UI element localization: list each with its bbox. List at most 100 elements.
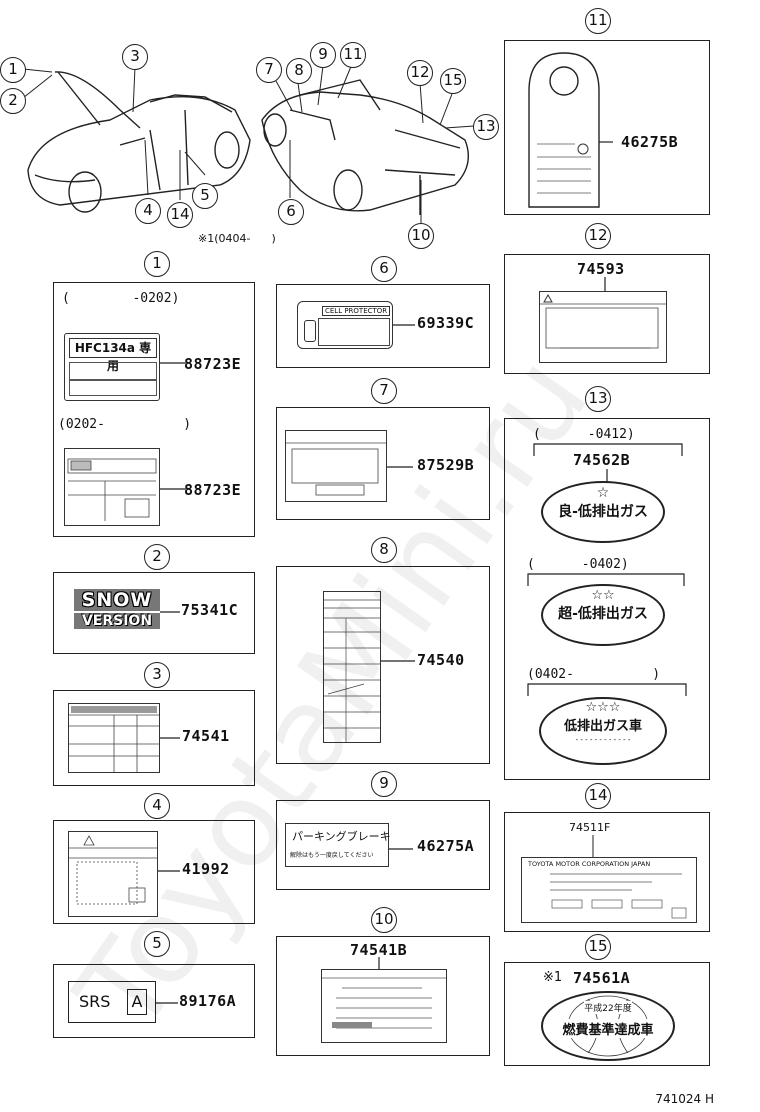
panel-7-number: 7 bbox=[371, 378, 397, 404]
part-88723e-b[interactable]: 88723E bbox=[184, 481, 242, 499]
panel-1: ( -0202) HFC134a 専用 88723E (0202- ) 8872… bbox=[53, 282, 255, 537]
panel-14: 74511F TOYOTA MOTOR CORPORATION JAPAN bbox=[504, 812, 710, 932]
year-text: 平成22年度 bbox=[584, 1001, 632, 1014]
callout-8[interactable]: 8 bbox=[286, 58, 312, 84]
label-41992[interactable] bbox=[68, 831, 158, 917]
panel-10: 74541B bbox=[276, 936, 490, 1056]
label-low-emission-super[interactable]: ☆☆ 超-低排出ガス bbox=[541, 584, 665, 646]
label-74540[interactable] bbox=[323, 591, 381, 743]
panel-10-number: 10 bbox=[371, 907, 397, 933]
part-46275b[interactable]: 46275B bbox=[621, 133, 679, 151]
panel-3-number: 3 bbox=[144, 662, 170, 688]
callout-1[interactable]: 1 bbox=[0, 57, 26, 83]
panel-2: SNOW VERSION 75341C bbox=[53, 572, 255, 654]
callout-6[interactable]: 6 bbox=[278, 199, 304, 225]
label-74541[interactable] bbox=[68, 703, 160, 773]
panel-4-number: 4 bbox=[144, 793, 170, 819]
callout-10[interactable]: 10 bbox=[408, 223, 434, 249]
part-46275a[interactable]: 46275A bbox=[417, 837, 475, 855]
panel-2-number: 2 bbox=[144, 544, 170, 570]
oval-a-text: 良-低排出ガス bbox=[558, 504, 648, 520]
callout-13[interactable]: 13 bbox=[473, 114, 499, 140]
parking-brake-text: パーキングブレーキ bbox=[292, 830, 391, 843]
snow-text: SNOW bbox=[74, 589, 160, 611]
panel-5: SRS A 89176A bbox=[53, 964, 255, 1038]
car-overview-diagram bbox=[22, 63, 475, 223]
part-75341c[interactable]: 75341C bbox=[181, 601, 239, 619]
callout-11[interactable]: 11 bbox=[340, 42, 366, 68]
part-69339c[interactable]: 69339C bbox=[417, 314, 475, 332]
label-46275b[interactable] bbox=[519, 49, 609, 211]
label-88723e-b[interactable] bbox=[64, 448, 160, 526]
panel-14-number: 14 bbox=[585, 783, 611, 809]
panel-6-number: 6 bbox=[371, 256, 397, 282]
label-46275a[interactable]: パーキングブレーキ 解除はもう一度戻してください bbox=[285, 823, 391, 867]
label-88723e-a[interactable]: HFC134a 専用 bbox=[64, 333, 160, 401]
panel-6: CELL PROTECTOR 69339C bbox=[276, 284, 490, 368]
label-74511f[interactable]: TOYOTA MOTOR CORPORATION JAPAN bbox=[521, 857, 697, 923]
label-low-emission-vehicle[interactable]: ☆☆☆ 低排出ガス車 - - - - - - - - - - - - bbox=[539, 697, 667, 765]
callout-4[interactable]: 4 bbox=[135, 198, 161, 224]
panel-4: 41992 bbox=[53, 820, 255, 924]
label-87529b[interactable] bbox=[285, 430, 387, 502]
panel-15: ※1 74561A 平成22年度 燃費基準達成車 bbox=[504, 962, 710, 1066]
panel-13-range-b: ( -0402) bbox=[527, 557, 629, 572]
part-74540[interactable]: 74540 bbox=[417, 651, 465, 669]
part-74561a[interactable]: 74561A bbox=[573, 969, 631, 987]
callout-2[interactable]: 2 bbox=[0, 88, 26, 114]
callout-5[interactable]: 5 bbox=[192, 183, 218, 209]
label-89176a[interactable]: SRS A bbox=[68, 981, 156, 1023]
panel-1-range-b: (0202- ) bbox=[58, 417, 192, 432]
panel-11-number: 11 bbox=[585, 8, 611, 34]
panel-13-number: 13 bbox=[585, 386, 611, 412]
label-74541b[interactable] bbox=[321, 969, 447, 1043]
panel-13-range-c: (0402- ) bbox=[527, 667, 661, 682]
toyota-corp-text: TOYOTA MOTOR CORPORATION JAPAN bbox=[528, 860, 651, 868]
oval-c-text: 低排出ガス車 bbox=[563, 719, 642, 734]
panel-1-number: 1 bbox=[144, 251, 170, 277]
panel-3: 74541 bbox=[53, 690, 255, 786]
part-74593[interactable]: 74593 bbox=[577, 260, 625, 278]
part-74511f[interactable]: 74511F bbox=[569, 821, 611, 834]
panel-15-number: 15 bbox=[585, 934, 611, 960]
panel-5-number: 5 bbox=[144, 931, 170, 957]
label-88723e-a-text: HFC134a 専用 bbox=[69, 338, 157, 373]
part-74541[interactable]: 74541 bbox=[182, 727, 230, 745]
part-74541b[interactable]: 74541B bbox=[350, 941, 408, 959]
panel-7: 87529B bbox=[276, 407, 490, 520]
footnote-1: ※1(0404- ) bbox=[198, 232, 276, 245]
diagram-code: 741024 H bbox=[655, 1092, 714, 1106]
panel-11: 46275B bbox=[504, 40, 710, 215]
parking-brake-subtext: 解除はもう一度戻してください bbox=[290, 852, 374, 859]
part-41992[interactable]: 41992 bbox=[182, 860, 230, 878]
callout-14[interactable]: 14 bbox=[167, 202, 193, 228]
callout-7[interactable]: 7 bbox=[256, 57, 282, 83]
callout-12[interactable]: 12 bbox=[407, 60, 433, 86]
panel-13: ( -0412) 74562B ☆ 良-低排出ガス ( -0402) ☆☆ 超-… bbox=[504, 418, 710, 780]
srs-a-box: A bbox=[127, 989, 147, 1015]
panel-8-number: 8 bbox=[371, 537, 397, 563]
panel-9-number: 9 bbox=[371, 771, 397, 797]
label-low-emission-good[interactable]: ☆ 良-低排出ガス bbox=[541, 481, 665, 543]
label-74593[interactable] bbox=[539, 291, 667, 363]
callout-9[interactable]: 9 bbox=[310, 42, 336, 68]
version-text: VERSION bbox=[74, 613, 160, 629]
label-75341c[interactable]: SNOW VERSION bbox=[74, 589, 160, 639]
panel-12-number: 12 bbox=[585, 223, 611, 249]
part-74562b[interactable]: 74562B bbox=[573, 451, 631, 469]
part-87529b[interactable]: 87529B bbox=[417, 456, 475, 474]
panel-15-marker: ※1 bbox=[543, 970, 563, 985]
panel-12: 74593 bbox=[504, 254, 710, 374]
callout-3[interactable]: 3 bbox=[122, 44, 148, 70]
srs-text: SRS bbox=[79, 992, 111, 1011]
part-88723e-a[interactable]: 88723E bbox=[184, 355, 242, 373]
panel-9: パーキングブレーキ 解除はもう一度戻してください 46275A bbox=[276, 800, 490, 890]
label-fuel-economy[interactable]: 平成22年度 燃費基準達成車 bbox=[541, 991, 675, 1061]
panel-8: 74540 bbox=[276, 566, 490, 764]
label-69339c[interactable]: CELL PROTECTOR bbox=[297, 301, 393, 349]
callout-15[interactable]: 15 bbox=[440, 68, 466, 94]
part-89176a[interactable]: 89176A bbox=[179, 992, 237, 1010]
panel-13-range-a: ( -0412) bbox=[533, 427, 635, 442]
cell-protector-text: CELL PROTECTOR bbox=[322, 306, 391, 316]
oval-b-text: 超-低排出ガス bbox=[558, 606, 648, 622]
